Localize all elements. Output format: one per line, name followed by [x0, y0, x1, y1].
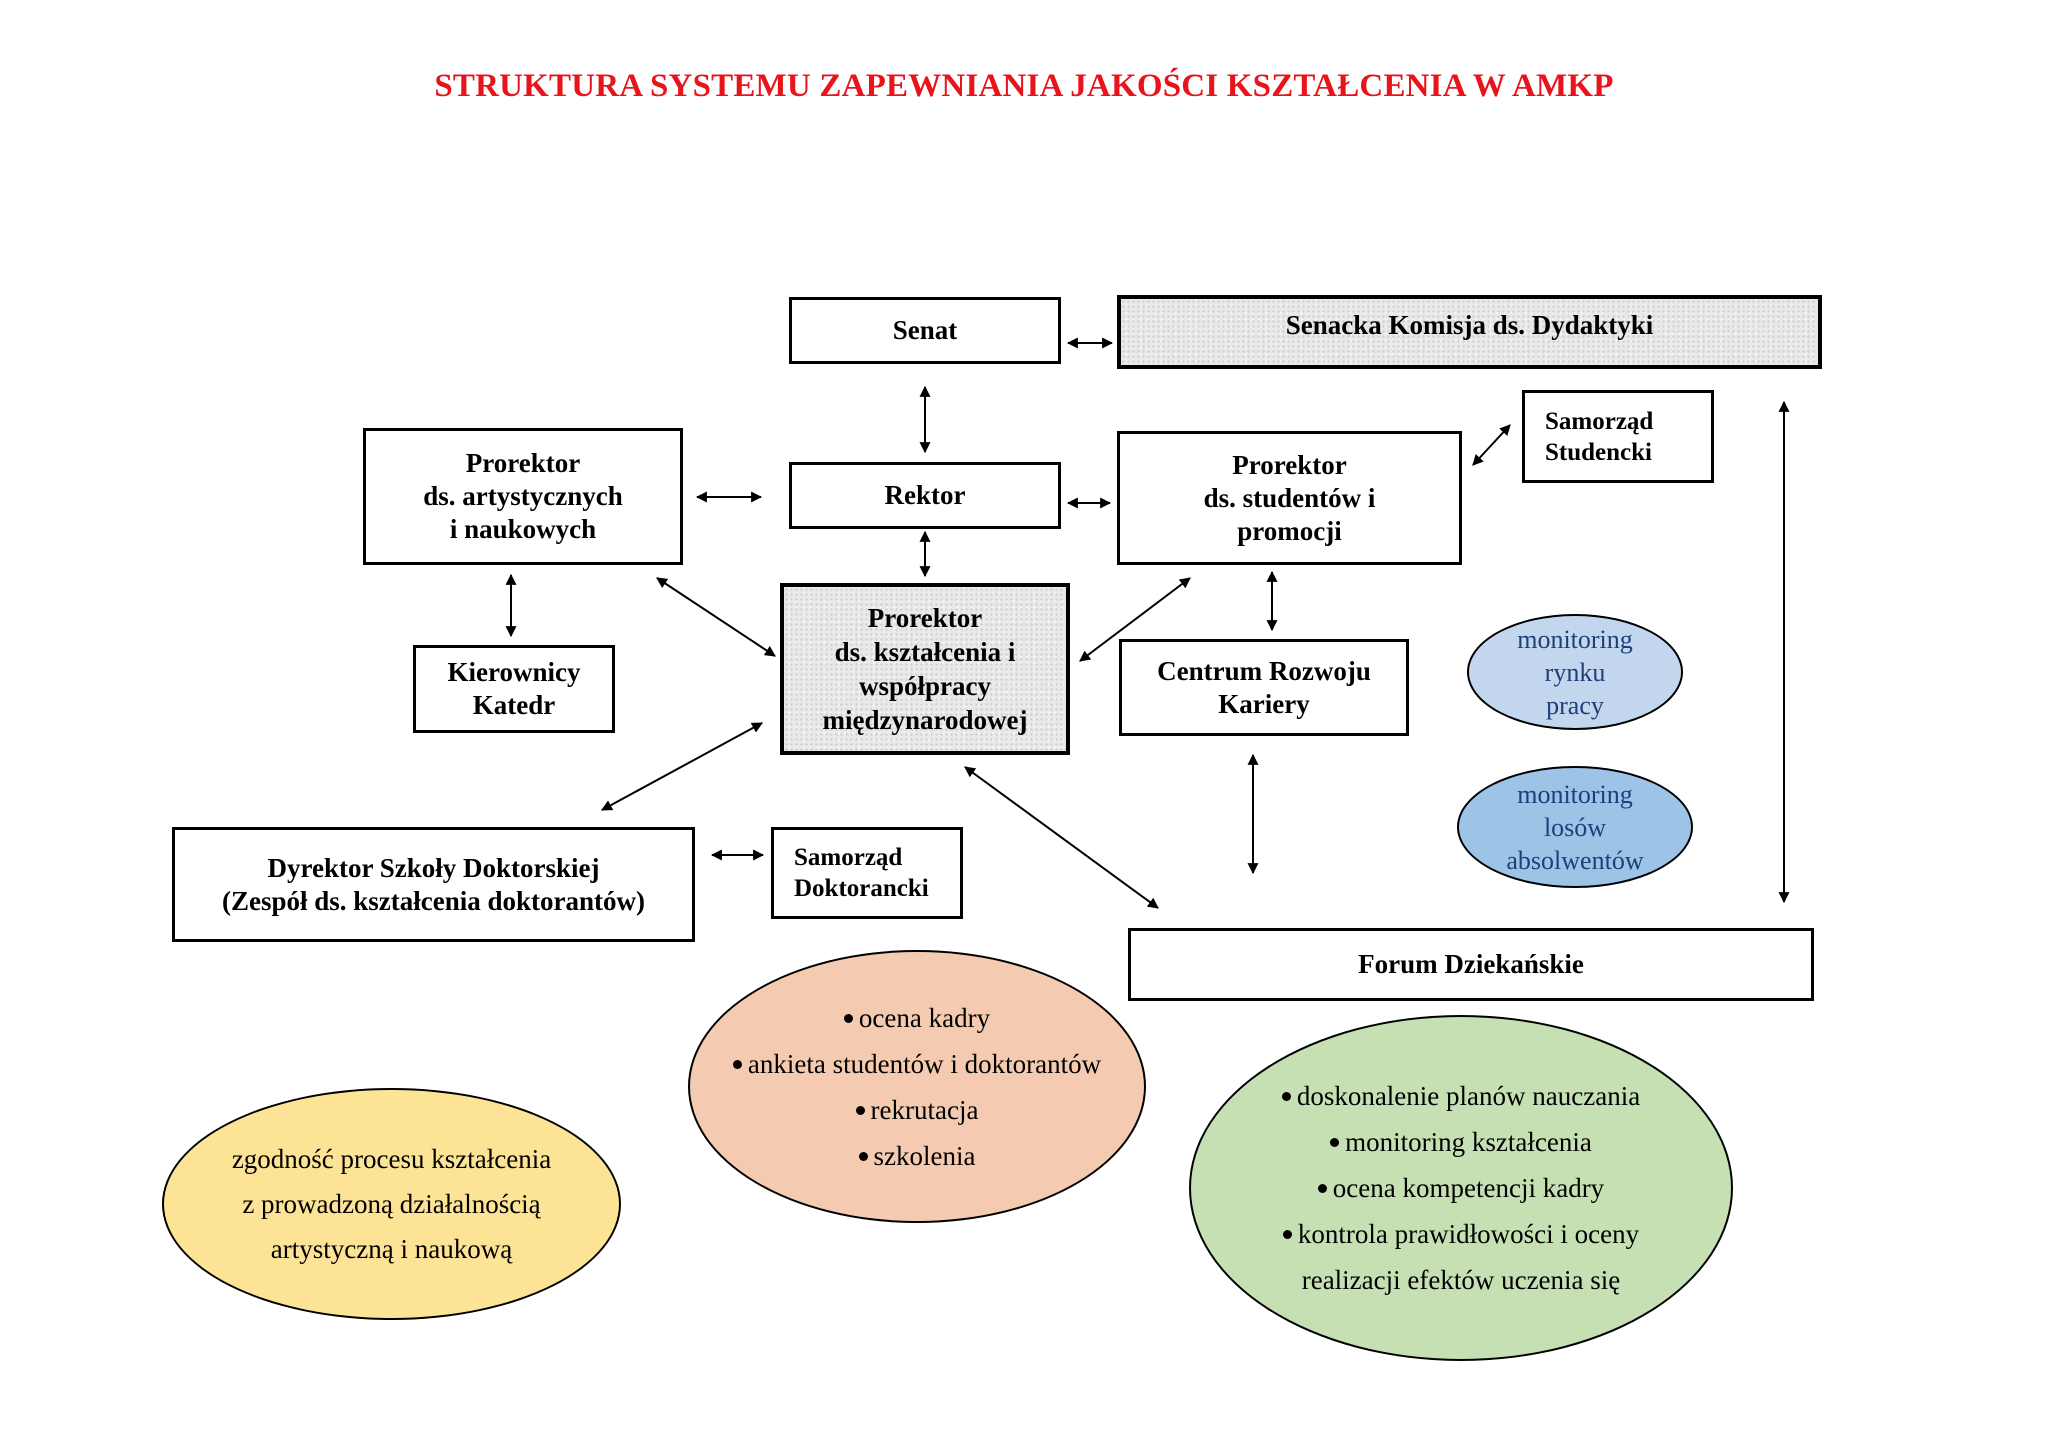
prorektor-artystyczny-line3: i naukowych: [449, 514, 597, 544]
bullet-icon: [858, 1151, 868, 1161]
dyrektor-szkoly-box: Dyrektor Szkoły Doktorskiej (Zespół ds. …: [172, 827, 695, 942]
samorzad-studencki-box: Samorząd Studencki: [1522, 390, 1714, 483]
bullet-icon: [1282, 1230, 1292, 1240]
rektor-task-text: szkolenia: [873, 1140, 976, 1171]
monitoring-losow-line3: absolwentów: [1506, 845, 1644, 875]
prorektor-studenci-line3: promocji: [1237, 515, 1342, 546]
prorektor-artystyczny-line1: Prorektor: [465, 448, 581, 478]
forum-task-item: monitoring kształcenia: [1330, 1119, 1592, 1165]
rektor-task-item: ocena kadry: [843, 995, 991, 1041]
prorektor-ksztalcenie-line3: współpracy: [858, 671, 991, 701]
rektor-task-text: ankieta studentów i doktorantów: [747, 1048, 1102, 1079]
forum-task-item: ocena kompetencji kadry: [1317, 1165, 1605, 1211]
prorektor-studenci-box: Prorektor ds. studentów i promocji: [1117, 431, 1462, 565]
samorzad-doktorancki-box: Samorząd Doktorancki: [771, 827, 963, 919]
kierownicy-katedr-line2: Katedr: [472, 690, 556, 720]
centrum-kariery-line2: Kariery: [1218, 688, 1310, 719]
dyrektor-szkoly-line2: (Zespół ds. kształcenia doktorantów): [221, 885, 646, 916]
kierownicy-katedr-line1: Kierownicy: [447, 657, 581, 687]
senacka-komisja-box: Senacka Komisja ds. Dydaktyki: [1117, 295, 1822, 369]
centrum-kariery-line1: Centrum Rozwoju: [1157, 655, 1371, 686]
forum-dziekanskie-box: Forum Dziekańskie: [1128, 928, 1814, 1001]
centrum-kariery-box: Centrum Rozwoju Kariery: [1119, 639, 1409, 736]
forum-task-text: monitoring kształcenia: [1345, 1127, 1592, 1157]
forum-task-continuation: realizacji efektów uczenia się: [1301, 1265, 1621, 1295]
monitoring-rynku-line3: pracy: [1546, 690, 1604, 720]
samorzad-studencki-line2: Studencki: [1545, 438, 1652, 466]
forum-task-item: doskonalenie planów nauczania: [1281, 1073, 1641, 1119]
prorektor-studenci-line1: Prorektor: [1232, 449, 1347, 480]
forum-tasks-ellipse: doskonalenie planów nauczania monitoring…: [1189, 1015, 1733, 1361]
arrow-ksz-forum: [964, 766, 1159, 909]
zgodnosc-line3: artystyczną i naukową: [270, 1233, 513, 1264]
arrow-prorektor-stud-samorzad: [1472, 424, 1511, 466]
zgodnosc-line1: zgodność procesu kształcenia: [231, 1143, 552, 1174]
rektor-task-item: ankieta studentów i doktorantów: [732, 1041, 1102, 1087]
forum-dziekanskie-label: Forum Dziekańskie: [1358, 949, 1584, 979]
samorzad-doktorancki-line1: Samorząd: [794, 844, 903, 871]
kierownicy-katedr-box: Kierownicy Katedr: [413, 645, 615, 733]
prorektor-ksztalcenie-box: Prorektor ds. kształcenia i współpracy m…: [780, 583, 1070, 755]
forum-task-text: kontrola prawidłowości i oceny: [1297, 1219, 1640, 1249]
diagram-title: STRUKTURA SYSTEMU ZAPEWNIANIA JAKOŚCI KS…: [434, 68, 1614, 104]
bullet-icon: [732, 1059, 742, 1069]
rektor-tasks-ellipse: ocena kadry ankieta studentów i doktoran…: [688, 950, 1146, 1223]
prorektor-ksztalcenie-line2: ds. kształcenia i: [834, 637, 1016, 667]
senacka-komisja-label: Senacka Komisja ds. Dydaktyki: [1285, 310, 1654, 340]
bullet-icon: [1281, 1092, 1291, 1102]
bullet-icon: [1317, 1184, 1327, 1194]
bullet-icon: [843, 1013, 853, 1023]
samorzad-studencki-line1: Samorząd: [1545, 407, 1654, 435]
prorektor-artystyczny-box: Prorektor ds. artystycznych i naukowych: [363, 428, 683, 565]
senat-label: Senat: [892, 315, 958, 345]
arrow-ksz-dyrektor: [601, 722, 763, 811]
monitoring-rynku-ellipse: monitoring rynku pracy: [1467, 614, 1683, 730]
rektor-label: Rektor: [884, 480, 966, 510]
forum-task-text: ocena kompetencji kadry: [1332, 1173, 1605, 1203]
prorektor-ksztalcenie-line4: międzynarodowej: [822, 705, 1028, 735]
arrow-prorektor-stud-ksz: [1079, 577, 1191, 662]
samorzad-doktorancki-line2: Doktorancki: [794, 875, 929, 902]
forum-task-text: doskonalenie planów nauczania: [1296, 1081, 1641, 1111]
arrow-prorektor-art-ksz: [656, 577, 776, 657]
forum-task-item: kontrola prawidłowości i oceny: [1282, 1211, 1640, 1257]
prorektor-studenci-line2: ds. studentów i: [1203, 482, 1376, 513]
dyrektor-szkoly-line1: Dyrektor Szkoły Doktorskiej: [267, 852, 600, 883]
zgodnosc-ellipse: zgodność procesu kształcenia z prowadzon…: [162, 1088, 621, 1320]
monitoring-rynku-line1: monitoring: [1517, 624, 1633, 654]
rektor-task-item: rekrutacja: [855, 1087, 979, 1133]
senat-box: Senat: [789, 297, 1061, 364]
rektor-box: Rektor: [789, 462, 1061, 529]
rektor-task-text: ocena kadry: [858, 1002, 991, 1033]
monitoring-losow-ellipse: monitoring losów absolwentów: [1457, 766, 1693, 888]
bullet-icon: [1330, 1138, 1340, 1148]
bullet-icon: [855, 1105, 865, 1115]
rektor-task-item: szkolenia: [858, 1133, 976, 1179]
monitoring-rynku-line2: rynku: [1544, 657, 1606, 687]
zgodnosc-line2: z prowadzoną działalnością: [242, 1188, 541, 1219]
monitoring-losow-line2: losów: [1543, 812, 1607, 842]
rektor-task-text: rekrutacja: [870, 1094, 979, 1125]
monitoring-losow-line1: monitoring: [1517, 779, 1633, 809]
prorektor-artystyczny-line2: ds. artystycznych: [423, 481, 623, 511]
prorektor-ksztalcenie-line1: Prorektor: [867, 603, 983, 633]
